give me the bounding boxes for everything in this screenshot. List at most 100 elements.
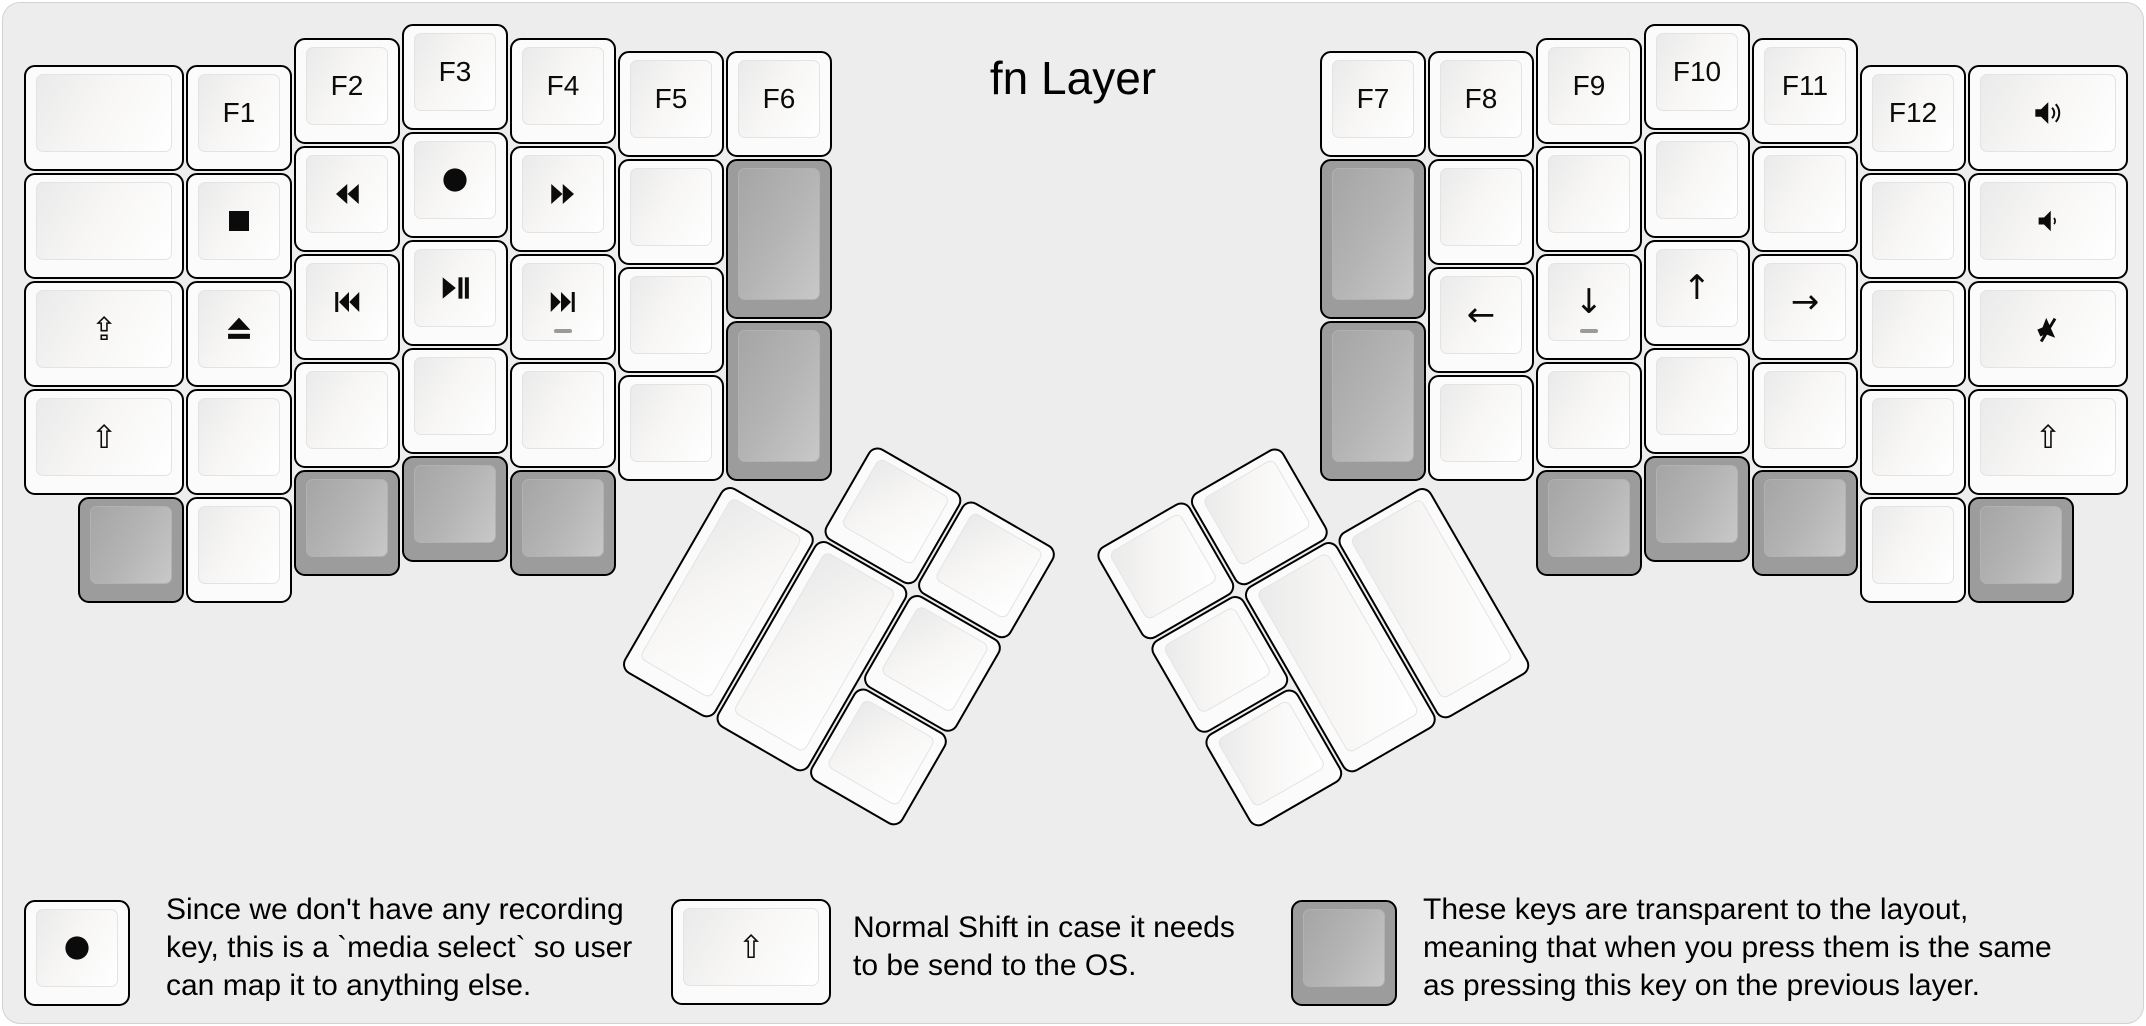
key-f3-face: F3: [414, 33, 496, 111]
key-blank[interactable]: [186, 496, 292, 603]
key-blank[interactable]: [24, 172, 184, 279]
key-thumb-blank-face: [840, 457, 951, 566]
key-transparent[interactable]: [1320, 159, 1426, 319]
key-blank[interactable]: [402, 348, 508, 454]
key-transparent[interactable]: [78, 496, 184, 603]
key-blank[interactable]: [1644, 132, 1750, 238]
key-fast-forward[interactable]: [510, 145, 616, 252]
key-volume-down[interactable]: [1968, 172, 2128, 279]
key-blank[interactable]: [1860, 496, 1966, 603]
key-blank[interactable]: [1860, 172, 1966, 279]
key-f2[interactable]: F2: [294, 37, 400, 144]
key-arrow-up[interactable]: ↑: [1644, 240, 1750, 346]
key-blank[interactable]: [1752, 145, 1858, 252]
key-thumb-blank-face: [1108, 512, 1219, 621]
key-eject[interactable]: [186, 280, 292, 387]
key-f9[interactable]: F9: [1536, 37, 1642, 144]
key-blank[interactable]: [24, 64, 184, 171]
key-f3[interactable]: F3: [402, 24, 508, 130]
key-f7[interactable]: F7: [1320, 51, 1426, 157]
key-label: F6: [762, 83, 796, 114]
next-track-icon: [546, 287, 580, 317]
key-blank[interactable]: [618, 159, 724, 265]
key-rewind[interactable]: [294, 145, 400, 252]
key-transparent[interactable]: [726, 159, 832, 319]
key-blank-face: [1440, 384, 1522, 462]
key-blank[interactable]: [1860, 388, 1966, 495]
key-transparent[interactable]: [1968, 496, 2074, 603]
key-shift-left[interactable]: ⇧: [24, 388, 184, 495]
key-label: F3: [438, 56, 472, 87]
key-f10[interactable]: F10: [1644, 24, 1750, 130]
key-blank-face: [198, 505, 280, 584]
key-f2-face: F2: [306, 46, 388, 125]
key-blank-face: [1656, 357, 1738, 435]
key-mute[interactable]: [1968, 280, 2128, 387]
key-arrow-down[interactable]: ↓: [1536, 253, 1642, 360]
key-arrow-left[interactable]: ←: [1428, 267, 1534, 373]
arrow-left-icon: ←: [1466, 295, 1496, 335]
key-play-pause-face: [414, 249, 496, 327]
key-blank[interactable]: [294, 361, 400, 468]
key-transparent[interactable]: [726, 321, 832, 481]
key-f5[interactable]: F5: [618, 51, 724, 157]
key-blank[interactable]: [510, 361, 616, 468]
key-label: F1: [222, 96, 256, 128]
key-blank[interactable]: [1536, 361, 1642, 468]
key-transparent[interactable]: [1752, 469, 1858, 576]
key-shift-right[interactable]: ⇧: [1968, 388, 2128, 495]
key-volume-up[interactable]: [1968, 64, 2128, 171]
key-next-track[interactable]: [510, 253, 616, 360]
key-arrow-right[interactable]: →: [1752, 253, 1858, 360]
key-label: F8: [1464, 83, 1498, 114]
key-f6[interactable]: F6: [726, 51, 832, 157]
key-blank[interactable]: [1428, 159, 1534, 265]
key-record[interactable]: [402, 132, 508, 238]
key-label: F11: [1781, 69, 1829, 101]
key-transparent[interactable]: [1644, 456, 1750, 562]
key-blank[interactable]: [1860, 280, 1966, 387]
key-f11[interactable]: F11: [1752, 37, 1858, 144]
key-label: F5: [654, 83, 688, 114]
key-blank-face: [36, 181, 172, 260]
key-blank[interactable]: [186, 388, 292, 495]
key-caps-lock-face: ⇪: [36, 289, 172, 368]
key-mute-face: [1980, 289, 2116, 368]
key-blank-face: [1656, 141, 1738, 219]
record-icon: [438, 163, 472, 197]
key-arrow-left-face: ←: [1440, 276, 1522, 354]
key-blank[interactable]: [618, 375, 724, 481]
key-prev-track[interactable]: [294, 253, 400, 360]
key-blank[interactable]: [618, 267, 724, 373]
key-caps-lock[interactable]: ⇪: [24, 280, 184, 387]
key-f8[interactable]: F8: [1428, 51, 1534, 157]
key-f4[interactable]: F4: [510, 37, 616, 144]
key-f11-face: F11: [1764, 46, 1846, 125]
key-transparent[interactable]: [294, 469, 400, 576]
key-blank[interactable]: [1752, 361, 1858, 468]
key-blank-face: [306, 370, 388, 449]
key-stop[interactable]: [186, 172, 292, 279]
key-transparent[interactable]: [1536, 469, 1642, 576]
legend-text-line: as pressing this key on the previous lay…: [1423, 969, 1980, 1002]
key-f10-face: F10: [1656, 33, 1738, 111]
key-blank[interactable]: [1428, 375, 1534, 481]
volume-up-icon: [2030, 97, 2066, 129]
key-blank-face: [1764, 154, 1846, 233]
key-arrow-down-face: ↓: [1548, 262, 1630, 341]
key-blank[interactable]: [1536, 145, 1642, 252]
key-rewind-face: [306, 154, 388, 233]
shift-icon: ⇧: [2034, 417, 2062, 456]
key-transparent[interactable]: [402, 456, 508, 562]
key-transparent-face: [522, 478, 604, 557]
key-transparent[interactable]: [510, 469, 616, 576]
key-blank[interactable]: [1644, 348, 1750, 454]
key-f1[interactable]: F1: [186, 64, 292, 171]
key-play-pause[interactable]: [402, 240, 508, 346]
key-transparent-face: [738, 168, 820, 300]
key-f12[interactable]: F12: [1860, 64, 1966, 171]
arrow-up-icon: ↑: [1682, 268, 1712, 308]
key-transparent[interactable]: [1320, 321, 1426, 481]
